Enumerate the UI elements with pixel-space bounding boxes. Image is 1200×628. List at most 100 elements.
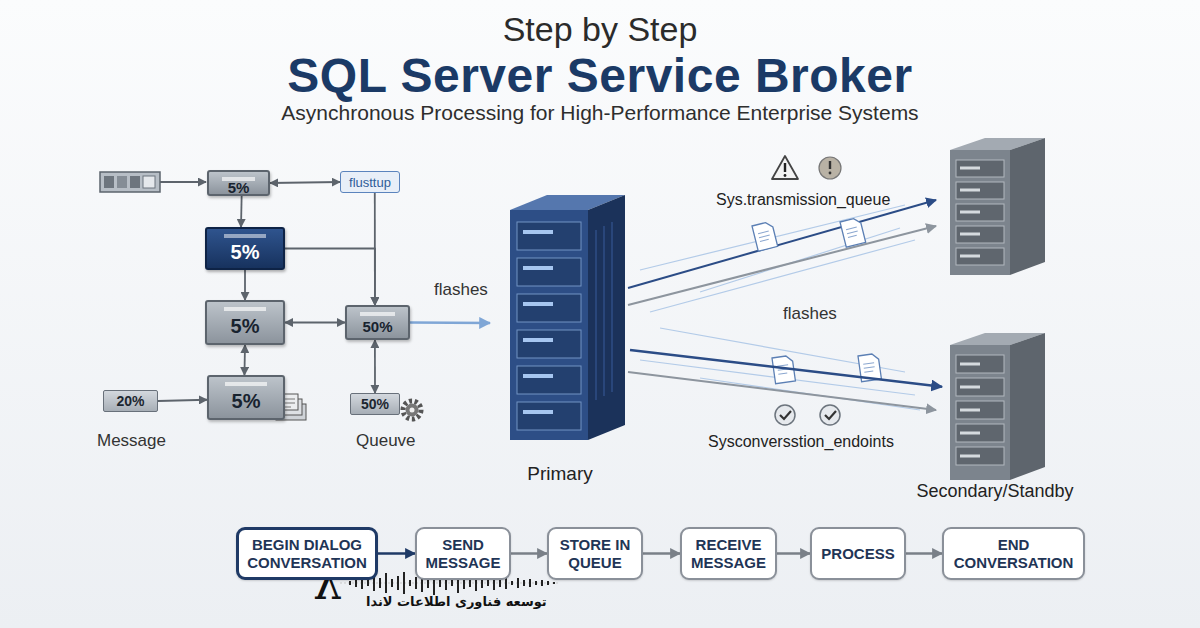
icon-box bbox=[100, 172, 160, 192]
warning-icon bbox=[829, 172, 832, 175]
document-icon bbox=[752, 221, 778, 251]
connector-arrow bbox=[244, 270, 246, 300]
connector-arrow bbox=[285, 249, 375, 306]
data-stream bbox=[628, 226, 936, 305]
server-node: Secondary/Standby bbox=[942, 330, 1048, 502]
primary-server bbox=[523, 232, 553, 412]
document-icon bbox=[840, 217, 866, 247]
data-stream bbox=[640, 205, 915, 312]
step-box: END CONVERSATION bbox=[942, 527, 1085, 580]
edge-label: flashes bbox=[783, 304, 837, 324]
part-label: Queuve bbox=[356, 431, 416, 451]
step-box: STORE IN QUEUE bbox=[547, 527, 643, 580]
warning-icon bbox=[829, 161, 831, 169]
connector-arrow bbox=[240, 196, 242, 227]
primary-server bbox=[588, 195, 625, 440]
icon-box bbox=[104, 176, 114, 188]
data-stream bbox=[640, 328, 920, 410]
process-box: 5% bbox=[205, 300, 285, 345]
node-text: flusttup bbox=[349, 175, 391, 190]
secondary-server bbox=[950, 150, 1010, 275]
process-box: 50% bbox=[345, 305, 410, 340]
connector-arrow bbox=[285, 322, 345, 324]
secondary-server bbox=[1010, 333, 1045, 480]
connector-arrow bbox=[630, 350, 942, 387]
warning-icon bbox=[819, 157, 841, 179]
part-label: Message bbox=[97, 431, 166, 451]
secondary-server bbox=[950, 345, 1010, 480]
process-box: 5% bbox=[207, 375, 285, 420]
part-label: Sysconversstion_endoints bbox=[708, 433, 894, 451]
connector-arrow bbox=[378, 552, 415, 555]
primary-server bbox=[510, 210, 588, 440]
primary-server bbox=[517, 330, 581, 358]
data-stream bbox=[628, 200, 936, 288]
connector-arrow bbox=[410, 321, 490, 324]
connector-arrow bbox=[270, 182, 340, 183]
primary-server bbox=[517, 402, 581, 430]
gear-icon bbox=[410, 408, 415, 413]
connector-arrow bbox=[511, 552, 547, 555]
node-text: 5% bbox=[228, 179, 250, 196]
gear-icon bbox=[403, 401, 421, 419]
node-text: 5% bbox=[231, 241, 260, 264]
startup-box: flusttup bbox=[340, 171, 400, 193]
message-box: 20% bbox=[103, 390, 158, 412]
gear-icon bbox=[406, 404, 419, 417]
node-text: STORE IN QUEUE bbox=[555, 536, 635, 572]
document-icon bbox=[840, 217, 866, 247]
edge-label: flashes bbox=[434, 280, 488, 300]
process-box: 5% bbox=[205, 227, 285, 270]
queue-box: 50% bbox=[350, 393, 400, 415]
node-text: END CONVERSATION bbox=[950, 536, 1077, 572]
primary-server bbox=[517, 222, 581, 250]
main-title: SQL Server Service Broker bbox=[0, 48, 1200, 103]
secondary-server bbox=[950, 138, 1045, 275]
connector-arrow bbox=[374, 340, 376, 393]
check-icon bbox=[775, 405, 795, 425]
watermark: توسعه فناوری اطلاعات لاندا bbox=[366, 594, 547, 609]
node-text: SEND MESSAGE bbox=[423, 536, 503, 572]
secondary-server bbox=[950, 333, 1045, 480]
step-box: SEND MESSAGE bbox=[415, 527, 511, 580]
data-stream bbox=[628, 200, 936, 410]
node-text: 20% bbox=[116, 393, 144, 409]
check-icon bbox=[780, 411, 791, 419]
warning-icon bbox=[784, 163, 786, 172]
process-box: 5% bbox=[207, 170, 270, 196]
node-text: RECEIVE MESSAGE bbox=[688, 536, 769, 572]
node-text: BEGIN DIALOG CONVERSATION bbox=[245, 536, 369, 572]
node-text: 50% bbox=[362, 318, 392, 335]
document-icon bbox=[758, 231, 771, 241]
check-icon bbox=[820, 405, 840, 425]
node-text: Primary bbox=[527, 463, 592, 485]
icon-box bbox=[100, 172, 160, 192]
node-text: PROCESS bbox=[821, 545, 894, 563]
primary-server bbox=[517, 258, 581, 286]
primary-server bbox=[596, 222, 612, 400]
connector-arrow bbox=[777, 552, 810, 555]
primary-server bbox=[517, 294, 581, 322]
leader-arrow bbox=[160, 181, 206, 183]
step-box: RECEIVE MESSAGE bbox=[680, 527, 777, 580]
node-text: 5% bbox=[231, 315, 260, 338]
document-icon bbox=[752, 221, 778, 251]
primary-server bbox=[510, 195, 625, 440]
warning-icon bbox=[772, 156, 841, 179]
connector-arrow bbox=[244, 345, 246, 375]
icon-box bbox=[143, 176, 155, 188]
check-icon bbox=[775, 405, 840, 425]
warning-icon bbox=[772, 156, 798, 179]
gear-icon bbox=[403, 401, 421, 419]
connector-arrow bbox=[906, 552, 942, 555]
node-text: 5% bbox=[232, 390, 261, 413]
connector-arrow bbox=[643, 552, 680, 555]
step-box: PROCESS bbox=[810, 527, 906, 580]
icon-box bbox=[130, 176, 140, 188]
secondary-server bbox=[960, 364, 980, 456]
server-node: Primary bbox=[490, 185, 630, 485]
document-icon bbox=[846, 227, 859, 237]
document-icon bbox=[863, 363, 875, 372]
secondary-server bbox=[1010, 138, 1045, 275]
